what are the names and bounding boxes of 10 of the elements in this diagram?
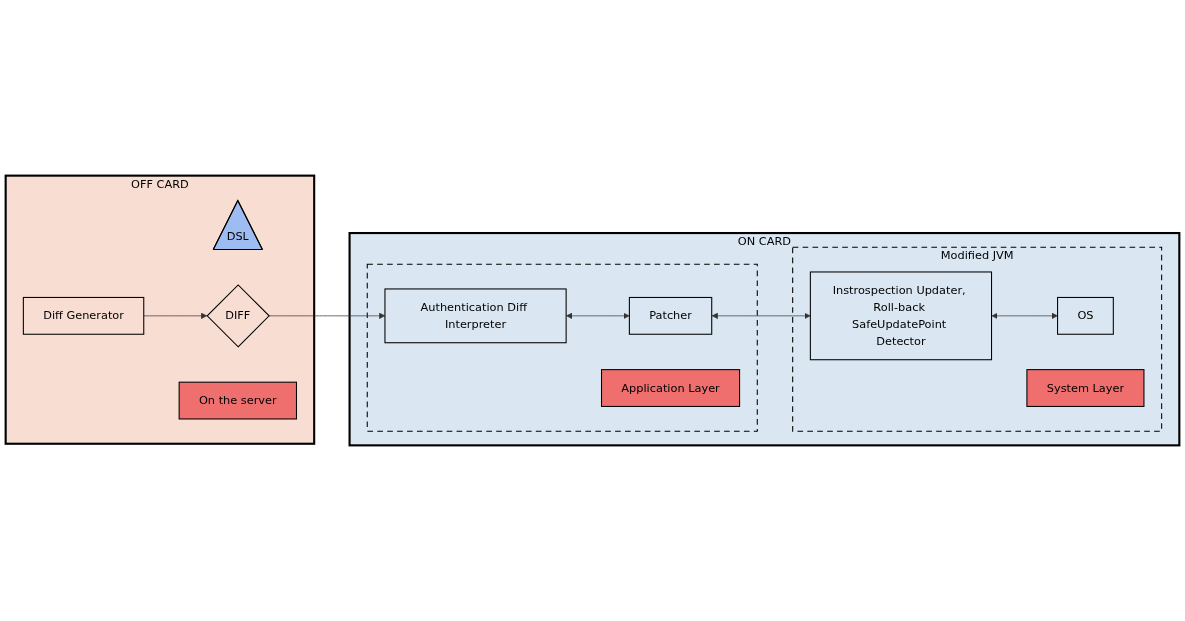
node-box: On the server xyxy=(178,381,297,420)
node-box: Instrospection Updater, Roll-back SafeUpdatePoint Detector xyxy=(809,271,993,361)
node-diamond: DIFF xyxy=(206,284,270,348)
node-box: OS xyxy=(1057,296,1114,335)
cluster xyxy=(366,263,758,432)
node-box: Application Layer xyxy=(601,369,741,407)
node-box: System Layer xyxy=(1026,369,1145,407)
node-box: Patcher xyxy=(628,296,713,335)
node-box: Authentication Diff Interpreter xyxy=(384,288,567,344)
node-box: Diff Generator xyxy=(22,296,145,335)
